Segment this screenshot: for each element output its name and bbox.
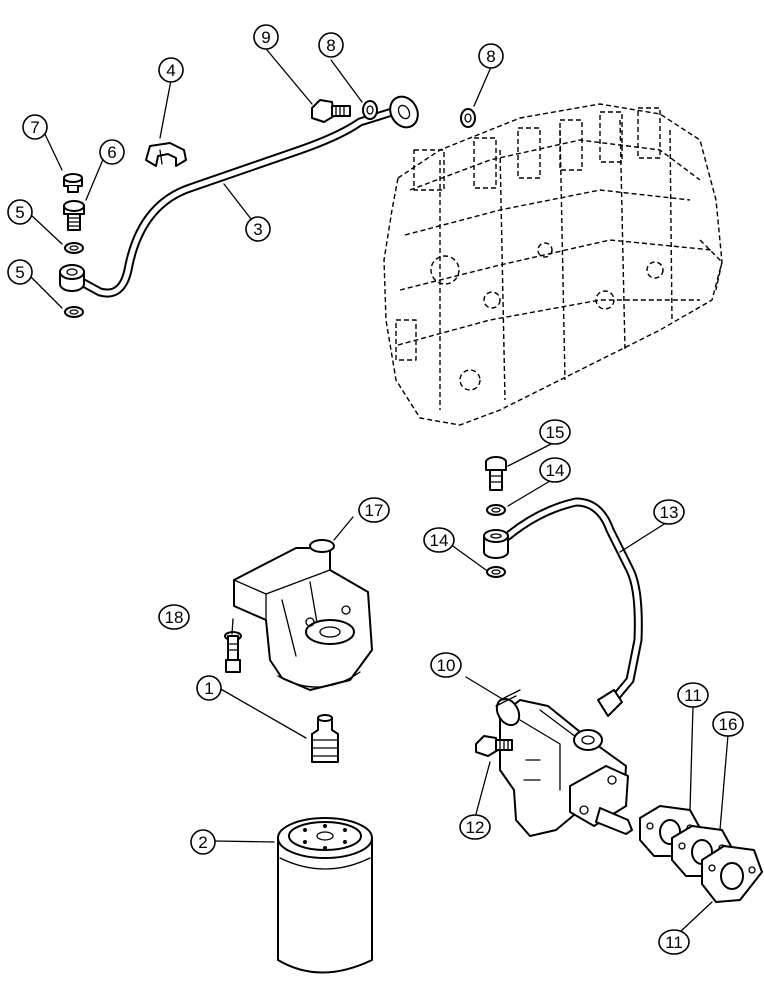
callout-bubble	[190, 829, 216, 855]
callout-bubble	[430, 652, 462, 678]
callout-bubble	[653, 499, 685, 525]
callout-number: 5	[15, 263, 24, 282]
callout-c9: 9	[253, 24, 279, 50]
transfer-pump	[495, 689, 633, 837]
callout-c10: 10	[430, 652, 462, 678]
fuel-line-lower	[503, 497, 643, 709]
callout-number: 15	[546, 423, 565, 442]
callout-number: 14	[546, 461, 565, 480]
callout-bubble	[158, 57, 184, 83]
callout-number: 3	[253, 220, 262, 239]
callout-c8a: 8	[318, 32, 344, 58]
callout-number: 18	[165, 608, 184, 627]
callout-c6: 6	[99, 139, 125, 165]
callout-bubble	[158, 604, 190, 630]
callout-bubble	[7, 199, 33, 225]
callout-number: 2	[198, 833, 207, 852]
callout-number: 4	[166, 61, 175, 80]
callout-c11b: 11	[658, 929, 690, 955]
callout-number: 10	[437, 656, 456, 675]
callout-number: 1	[204, 679, 213, 698]
callout-number: 8	[486, 47, 495, 66]
callout-c7: 7	[22, 114, 48, 140]
callout-c13: 13	[653, 499, 685, 525]
callout-bubble	[99, 139, 125, 165]
callout-bubble	[22, 114, 48, 140]
callout-number: 11	[684, 686, 702, 705]
callout-c5b: 5	[7, 259, 33, 285]
callout-c15: 15	[539, 419, 571, 445]
washer-14b	[486, 566, 506, 578]
callout-c2: 2	[190, 829, 216, 855]
pipe-clip	[145, 142, 187, 167]
callout-number: 17	[365, 501, 384, 520]
callout-bubble	[478, 43, 504, 69]
callout-number: 5	[15, 203, 24, 222]
callout-number: 14	[430, 531, 449, 550]
callout-bubble	[539, 457, 571, 483]
callout-number: 6	[107, 143, 116, 162]
banjo-fitting-13	[483, 529, 509, 559]
washer-8a	[362, 100, 378, 120]
banjo-bolt-9	[311, 99, 351, 123]
callout-number: 9	[261, 28, 270, 47]
leader-lines	[29, 49, 729, 933]
callout-number: 8	[326, 36, 335, 55]
callout-c3: 3	[245, 216, 271, 242]
banjo-bolt-15	[485, 456, 507, 491]
injection-pump-outline	[383, 103, 723, 426]
callout-bubble	[459, 814, 491, 840]
tube-nut-13	[597, 689, 623, 717]
callout-c8b: 8	[478, 43, 504, 69]
washer-8b	[460, 108, 476, 128]
washer-14a	[486, 504, 506, 516]
callout-number: 16	[719, 715, 738, 734]
callout-bubble	[658, 929, 690, 955]
callout-bubble	[245, 216, 271, 242]
callout-c17: 17	[358, 497, 390, 523]
callout-c14a: 14	[539, 457, 571, 483]
threaded-adapter	[311, 714, 339, 763]
callout-bubble	[318, 32, 344, 58]
callout-bubble	[539, 419, 571, 445]
callout-bubble	[7, 259, 33, 285]
callout-bubble	[253, 24, 279, 50]
callout-bubble	[423, 527, 455, 553]
callout-c16: 16	[712, 711, 744, 737]
filter-head	[233, 539, 373, 691]
callout-c14b: 14	[423, 527, 455, 553]
bolt-7	[63, 173, 83, 193]
fuel-line-upper	[73, 107, 397, 298]
banjo-fitting-lower	[59, 264, 85, 292]
callout-c11a: 11	[677, 682, 709, 708]
callout-c18: 18	[158, 604, 190, 630]
washer-5a	[64, 242, 84, 254]
callout-c12: 12	[459, 814, 491, 840]
callout-c4: 4	[158, 57, 184, 83]
fuel-filter	[277, 817, 373, 974]
callout-number: 13	[660, 503, 679, 522]
callout-number: 7	[30, 118, 39, 137]
banjo-fitting-upper	[389, 95, 419, 129]
gasket-11b	[701, 845, 763, 903]
callout-bubble	[712, 711, 744, 737]
bolt-18	[224, 631, 242, 673]
bolt-12	[475, 735, 513, 757]
callout-number: 12	[466, 818, 485, 837]
banjo-bolt-6	[63, 200, 85, 231]
callout-bubble	[358, 497, 390, 523]
callout-c1: 1	[196, 675, 222, 701]
callout-number: 11	[665, 933, 683, 952]
callout-bubble	[196, 675, 222, 701]
washer-5b	[64, 306, 84, 318]
callout-c5a: 5	[7, 199, 33, 225]
callout-bubble	[677, 682, 709, 708]
